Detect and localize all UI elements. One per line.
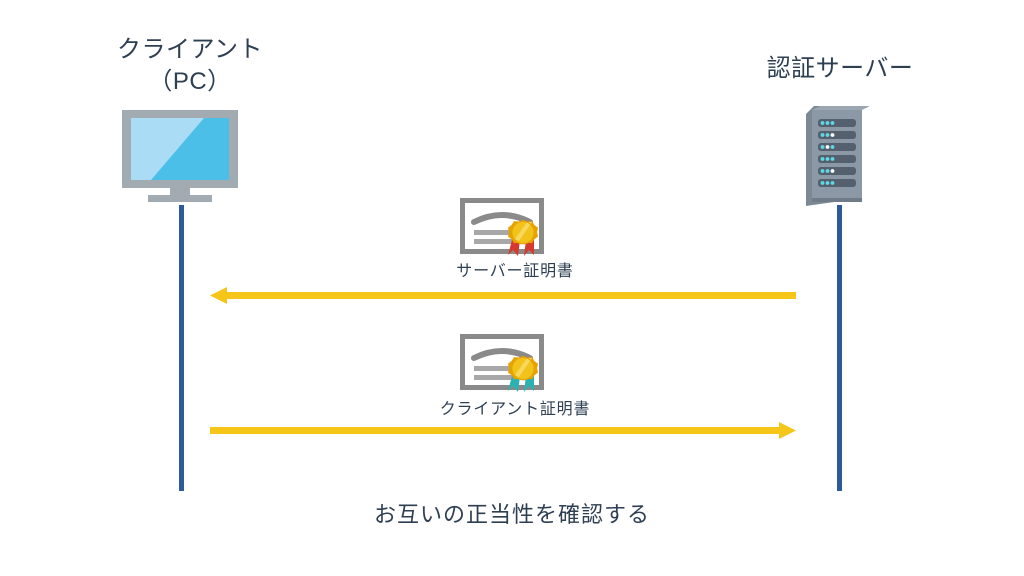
client-lifeline bbox=[179, 205, 184, 491]
certificate-icon-client bbox=[460, 334, 544, 394]
server-certificate-label: サーバー証明書 bbox=[456, 263, 574, 280]
auth-server-actor-label: 認証サーバー bbox=[766, 55, 914, 82]
server-rack-icon bbox=[806, 106, 870, 206]
client-actor-label: クライアント （PC） bbox=[116, 36, 264, 96]
auth-server-lifeline bbox=[837, 205, 842, 491]
diagram-caption: お互いの正当性を確認する bbox=[373, 502, 650, 527]
server-to-client-arrow bbox=[210, 284, 796, 308]
client-certificate-label: クライアント証明書 bbox=[439, 401, 591, 418]
certificate-icon-server bbox=[460, 198, 544, 258]
desktop-monitor-icon bbox=[122, 110, 238, 202]
client-to-server-arrow bbox=[210, 419, 796, 443]
